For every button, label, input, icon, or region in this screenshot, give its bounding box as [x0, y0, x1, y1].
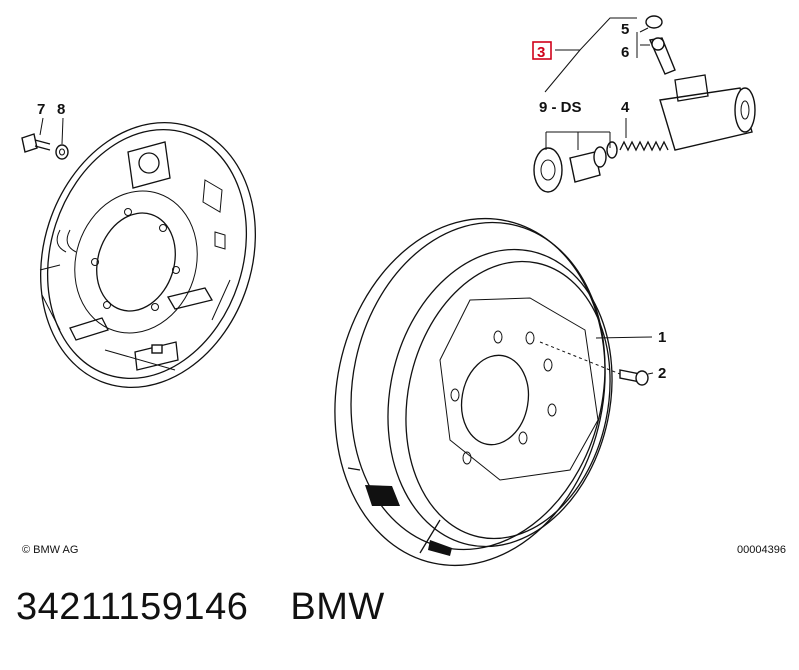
dust-cap [651, 37, 665, 51]
callout-2: 2 [658, 365, 666, 382]
callout-5: 5 [621, 21, 629, 38]
backing-plate-bolt [21, 133, 51, 153]
callout-6: 6 [621, 44, 629, 61]
callout-1: 1 [658, 329, 666, 346]
part-number: 34211159146 [16, 586, 249, 628]
wheel-cylinder [659, 74, 756, 151]
repair-kit-parts [533, 141, 618, 193]
copyright-notice: © BMW AG [22, 544, 78, 556]
callout-8: 8 [57, 101, 65, 118]
callout-3: 3 [537, 44, 545, 61]
part-number-caption: 34211159146 BMW [16, 586, 385, 629]
drum-screw [619, 369, 649, 386]
brake-drum [334, 217, 613, 567]
image-code: 00004396 [737, 544, 786, 556]
lock-washer [55, 144, 69, 160]
callout-3-highlight-box [532, 41, 552, 60]
brake-backing-plate [39, 121, 256, 389]
callout-9-ds: 9 - DS [539, 99, 582, 116]
cylinder-spring [619, 140, 669, 152]
callout-4: 4 [621, 99, 630, 116]
brand-name: BMW [290, 586, 385, 628]
callout-7: 7 [37, 101, 45, 118]
